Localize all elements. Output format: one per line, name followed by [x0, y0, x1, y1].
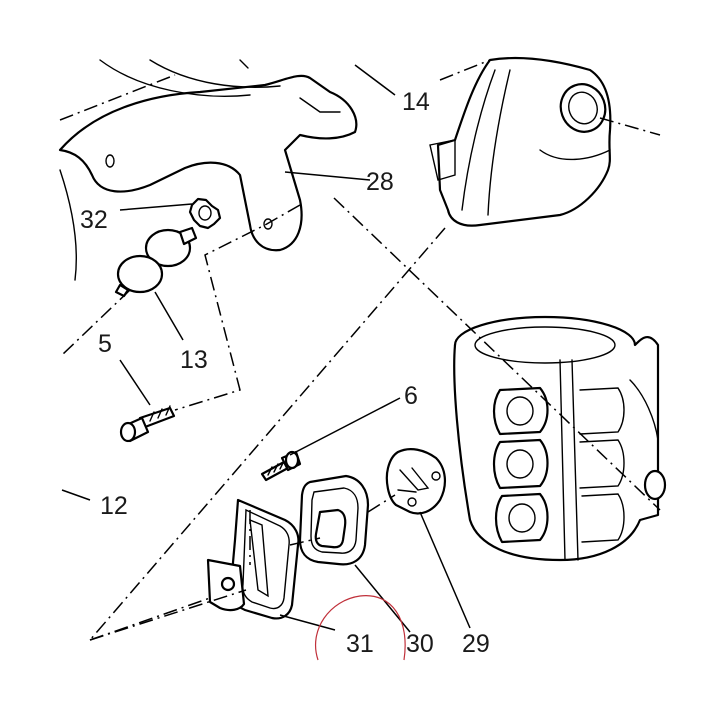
callout-14: 14	[402, 88, 430, 116]
callout-labels: 14 28 32 5 13 6 12 31 30 29	[80, 88, 490, 658]
part-32-washer	[188, 197, 222, 230]
part-5-screw	[119, 405, 176, 443]
callout-31: 31	[346, 630, 374, 658]
callout-13: 13	[180, 346, 208, 374]
callout-32: 32	[80, 206, 108, 234]
callout-28: 28	[366, 168, 394, 196]
callout-12: 12	[100, 492, 128, 520]
frame-bracket	[58, 59, 358, 281]
assembly-axis-lines	[59, 59, 661, 641]
part-30-grommet	[298, 474, 370, 566]
callout-6: 6	[404, 382, 418, 410]
callout-29: 29	[462, 630, 490, 658]
part-29-clip-plate	[385, 448, 446, 515]
marker-circle	[315, 595, 406, 661]
triple-clamp	[453, 315, 667, 562]
callout-5: 5	[98, 330, 112, 358]
part-6-screw	[260, 450, 302, 482]
part-13-grommet-rear	[144, 226, 198, 268]
callout-30: 30	[406, 630, 434, 658]
part-13-grommet-front	[114, 254, 164, 298]
part-31-bracket	[206, 498, 300, 620]
fork-leg	[429, 56, 612, 227]
